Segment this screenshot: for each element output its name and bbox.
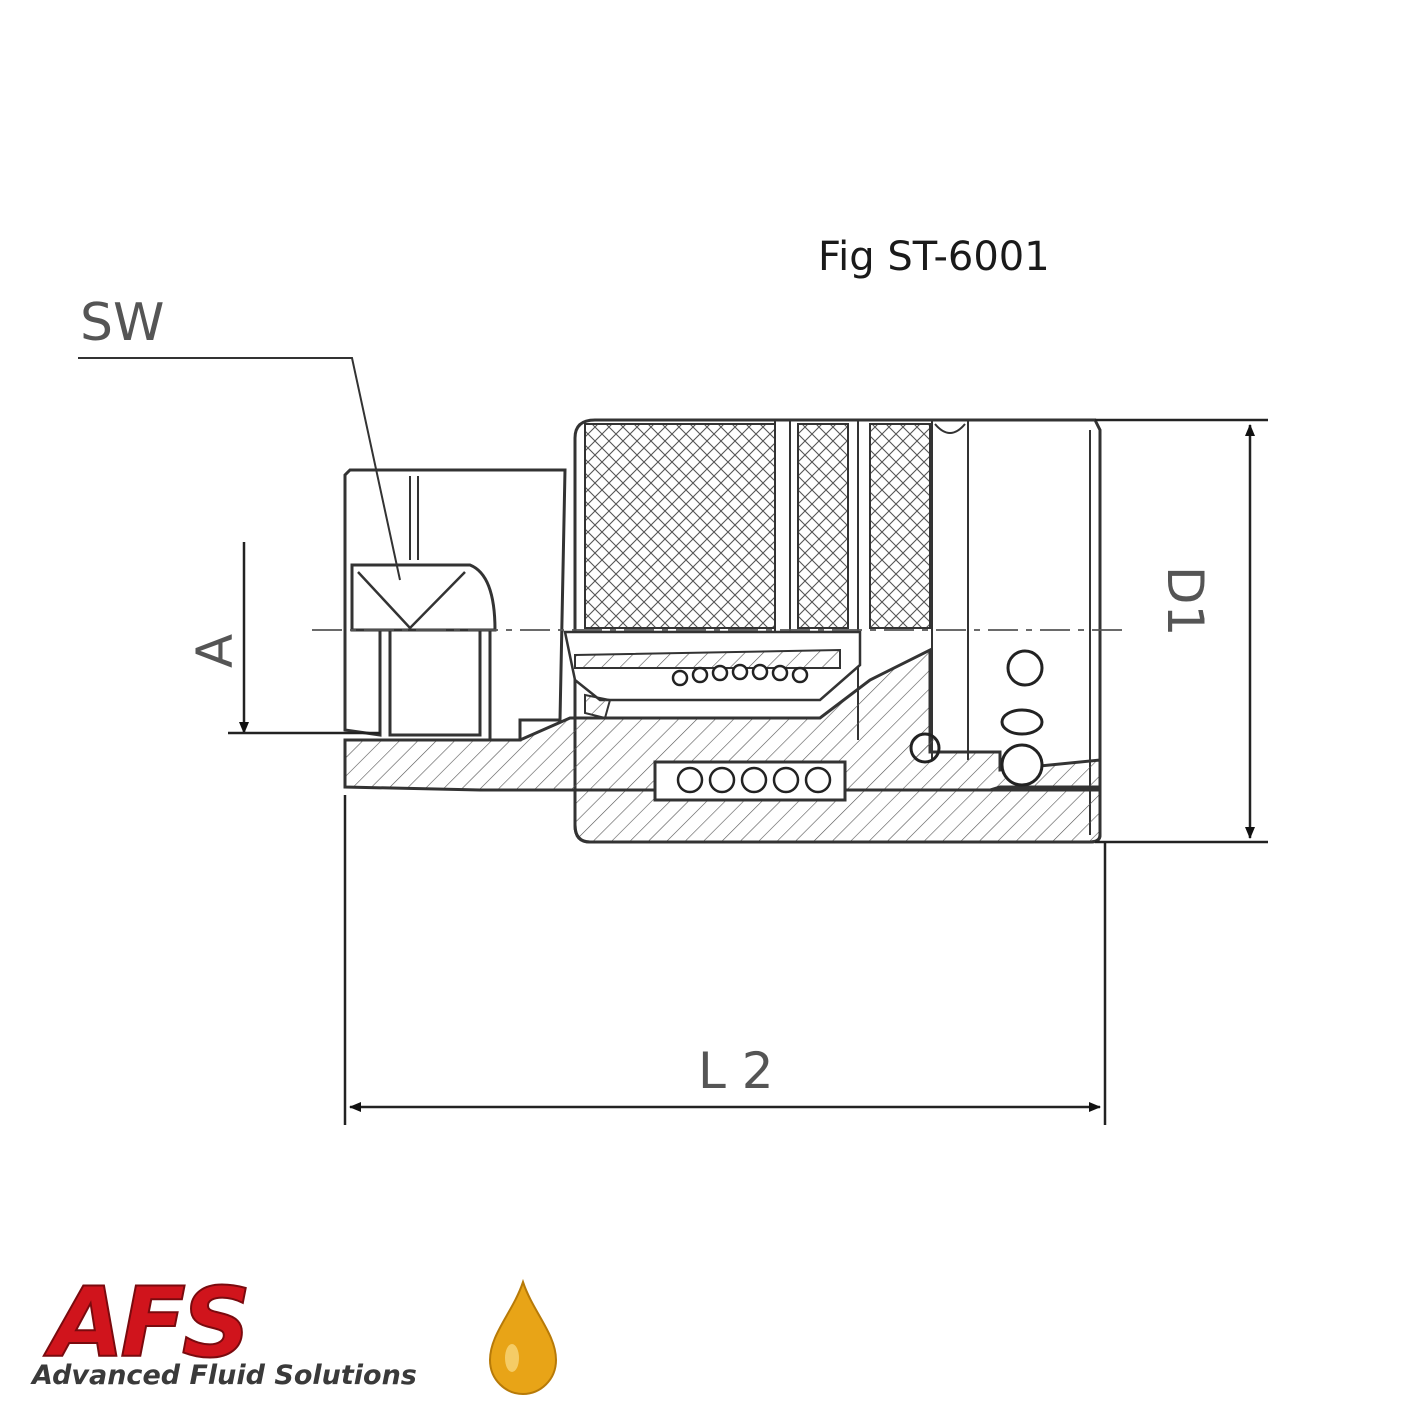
hex-body: [343, 468, 567, 742]
logo-letters: AFS: [43, 1272, 247, 1379]
oil-drop-icon: [488, 1278, 558, 1396]
d1-dimension: [1095, 418, 1268, 844]
d1-label: D1: [1156, 566, 1214, 636]
l2-dimension: [343, 795, 1107, 1125]
afs-logo: AFS Advanced Fluid Solutions: [30, 1272, 558, 1396]
a-dimension: [228, 542, 380, 735]
sw-leader: [78, 357, 401, 581]
figure-title: Fig ST-6001: [818, 234, 1050, 280]
a-label: A: [186, 634, 244, 668]
spring-coils: [671, 663, 832, 794]
sw-label: SW: [80, 293, 164, 353]
locking-balls: [909, 649, 1044, 787]
l2-label: L 2: [698, 1042, 774, 1100]
logo-tagline: Advanced Fluid Solutions: [30, 1360, 417, 1391]
